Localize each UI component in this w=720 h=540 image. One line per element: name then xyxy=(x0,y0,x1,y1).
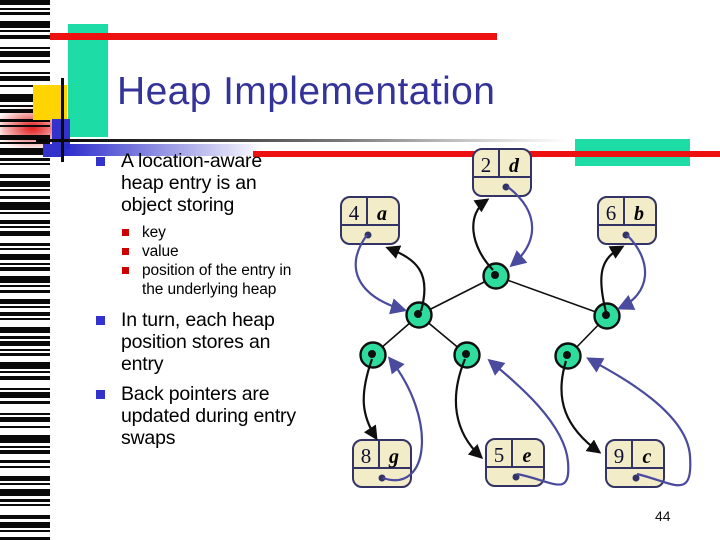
slide-title: Heap Implementation xyxy=(117,70,496,113)
bullet-text: Back pointers are updated during entry s… xyxy=(121,383,296,449)
entry-box-6b: 6 b xyxy=(597,196,657,245)
heap-node-left xyxy=(405,301,433,329)
entry-key: 9 xyxy=(614,444,625,468)
entry-box-5e: 5 e xyxy=(485,438,545,487)
teal-bar-left xyxy=(68,24,108,137)
blue-fade-bar xyxy=(62,144,292,156)
tree-edge xyxy=(567,315,608,357)
entry-key: 6 xyxy=(606,201,617,225)
bullet-item: In turn, each heap position stores an en… xyxy=(96,309,396,375)
black-arrow xyxy=(454,358,484,459)
blue-square-bullet-icon xyxy=(96,390,105,399)
tree-edge xyxy=(418,275,497,316)
heap-node-leaf-middle xyxy=(453,341,481,369)
page-number: 44 xyxy=(655,508,671,524)
bullet-item: A location-aware heap entry is an object… xyxy=(96,150,396,216)
back-pointer-arrows xyxy=(354,186,692,487)
red-square-bullet-icon xyxy=(122,248,129,255)
sub-bullet-item: key xyxy=(122,223,396,242)
entry-pointer-dot xyxy=(502,183,510,191)
entry-value: g xyxy=(388,446,399,468)
sub-bullet-text: value xyxy=(142,243,179,260)
entry-value: b xyxy=(634,203,644,225)
blue-square-decoration-small xyxy=(43,144,62,157)
black-arrow xyxy=(560,360,602,454)
entry-pointer-dot xyxy=(622,231,630,239)
blue-square-bullet-icon xyxy=(96,316,105,325)
tree-edge xyxy=(418,314,468,356)
heap-nodes xyxy=(359,262,621,370)
tree-edges xyxy=(372,275,608,357)
tree-edge xyxy=(495,275,608,317)
blue-arrow xyxy=(586,357,692,487)
entry-box-9c: 9 c xyxy=(605,439,665,488)
blue-arrow xyxy=(617,234,647,310)
heap-node-leaf-right xyxy=(554,342,582,370)
position-to-entry-arrows xyxy=(362,198,625,459)
entry-value: c xyxy=(643,446,652,468)
black-arrow xyxy=(472,198,494,271)
red-square-bullet-icon xyxy=(122,267,129,274)
blue-arrow xyxy=(487,358,570,486)
blue-square-bullet-icon xyxy=(96,157,105,166)
red-line-top xyxy=(50,33,497,40)
heap-node-root xyxy=(482,262,510,290)
bullet-text: A location-aware heap entry is an object… xyxy=(121,150,262,216)
entry-value: e xyxy=(523,445,532,467)
bullet-text: In turn, each heap position stores an en… xyxy=(121,309,275,375)
sub-bullet-item: value xyxy=(122,242,396,261)
bullet-item: Back pointers are updated during entry s… xyxy=(96,383,396,449)
title-underline xyxy=(36,139,584,143)
entry-pointer-dot xyxy=(632,474,640,482)
sub-bullet-item: position of the entry in the underlying … xyxy=(122,261,396,299)
barcode-strip-decoration xyxy=(0,0,50,540)
sub-bullet-group: key value position of the entry in the u… xyxy=(96,223,396,299)
bullet-list: A location-aware heap entry is an object… xyxy=(96,150,396,449)
crosshair-vertical-line xyxy=(61,78,64,162)
red-square-bullet-icon xyxy=(122,229,129,236)
entry-pointer-dot xyxy=(512,473,520,481)
entry-value: d xyxy=(509,155,520,177)
entry-key: 5 xyxy=(494,443,505,467)
black-arrow xyxy=(600,245,625,313)
blue-arrow xyxy=(507,186,534,268)
sub-bullet-text: key xyxy=(142,224,166,241)
sub-bullet-text: position of the entry in the underlying … xyxy=(142,262,292,298)
heap-node-right xyxy=(593,302,621,330)
entry-pointer-dot xyxy=(378,474,386,482)
